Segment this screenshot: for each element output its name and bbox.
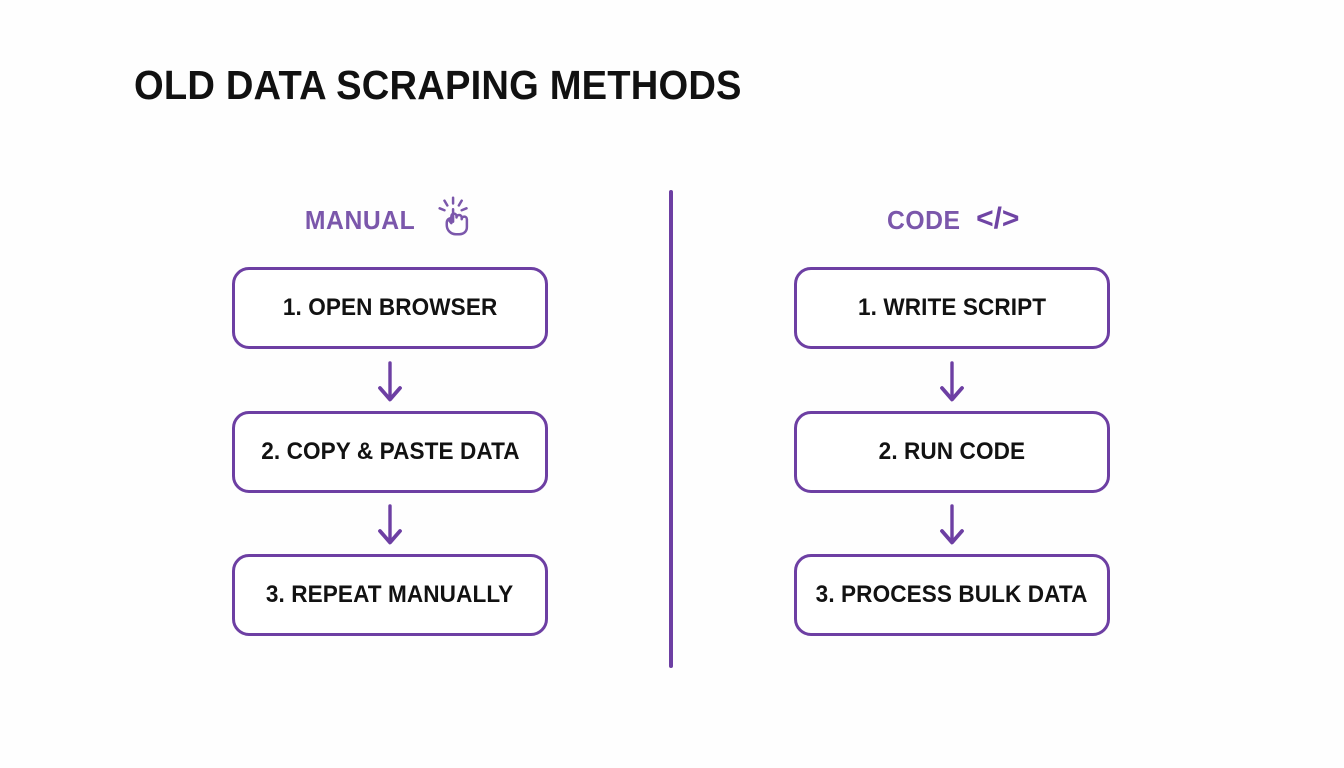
step-box-manual-2[interactable]: 2. COPY & PASTE DATA [232, 411, 548, 493]
code-brackets-icon: </> [976, 202, 1020, 235]
step-box-label: 2. COPY & PASTE DATA [260, 438, 520, 465]
click-hand-icon [432, 196, 478, 243]
column-header-label-manual: MANUAL [304, 204, 416, 235]
column-header-code: CODE </> [794, 198, 1110, 242]
step-box-label: 1. OPEN BROWSER [282, 294, 498, 321]
step-box-label: 3. REPEAT MANUALLY [266, 581, 514, 608]
step-box-label: 3. PROCESS BULK DATA [816, 581, 1088, 608]
column-header-label-code: CODE [886, 204, 961, 235]
step-box-label: 1. WRITE SCRIPT [857, 294, 1047, 321]
column-header-manual: MANUAL [232, 196, 548, 243]
step-box-manual-1[interactable]: 1. OPEN BROWSER [232, 267, 548, 349]
step-box-label: 2. RUN CODE [878, 438, 1026, 465]
step-box-code-3[interactable]: 3. PROCESS BULK DATA [794, 554, 1110, 636]
step-box-code-2[interactable]: 2. RUN CODE [794, 411, 1110, 493]
vertical-divider [669, 190, 673, 668]
page-title: OLD DATA SCRAPING METHODS [134, 62, 742, 108]
step-box-code-1[interactable]: 1. WRITE SCRIPT [794, 267, 1110, 349]
step-box-manual-3[interactable]: 3. REPEAT MANUALLY [232, 554, 548, 636]
